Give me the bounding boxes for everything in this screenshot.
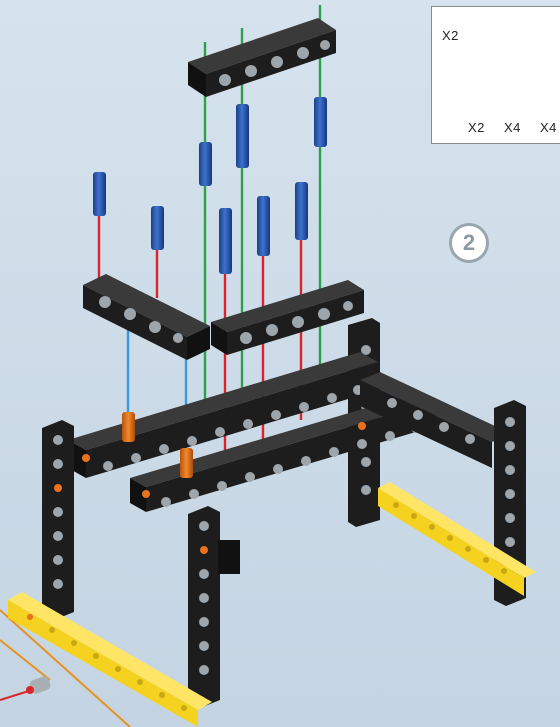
beam-quantity: X2 [442, 28, 459, 43]
left-front-post [42, 420, 74, 620]
step-number: 2 [463, 230, 475, 256]
parts-box: X2 X2 X4 X4 [431, 6, 560, 144]
long-blue-pin-quantity: X4 [540, 120, 557, 135]
short-blue-pin-quantity: X4 [504, 120, 521, 135]
orange-pin-quantity: X2 [468, 120, 485, 135]
step-number-badge: 2 [449, 223, 489, 263]
